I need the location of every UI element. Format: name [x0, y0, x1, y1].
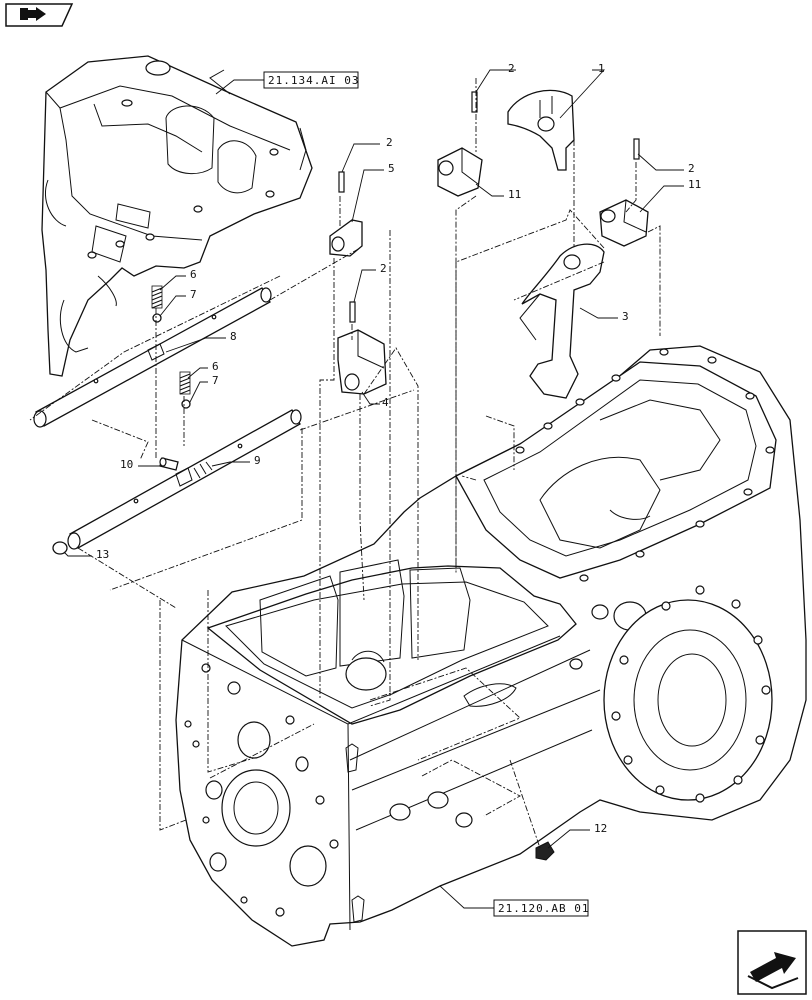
reference-box-top[interactable]: 21.134.AI 03	[215, 71, 359, 95]
reference-label-top: 21.134.AI 03	[268, 74, 359, 87]
callout-4: 4	[361, 391, 389, 409]
ball-7-upper	[152, 313, 162, 323]
callout-2-c: 2	[353, 262, 387, 303]
callout-6-a: 6	[159, 268, 197, 291]
pin-10	[159, 457, 179, 471]
svg-text:13: 13	[96, 548, 109, 561]
assembly-centerlines	[29, 78, 661, 849]
reference-label-bottom: 21.120.AB 01	[498, 902, 589, 915]
previous-page-button[interactable]	[5, 3, 74, 27]
shift-block-11-right	[599, 199, 649, 247]
callout-2-d: 2	[637, 153, 695, 175]
plug-13	[52, 541, 68, 555]
shift-fork-1	[507, 89, 575, 171]
callout-2-b: 2	[341, 136, 393, 173]
svg-text:6: 6	[190, 268, 197, 281]
svg-text:7: 7	[190, 288, 197, 301]
callout-1: 1	[559, 62, 606, 119]
svg-text:2: 2	[386, 136, 393, 149]
callout-11-a: 11	[475, 183, 521, 201]
callout-6-b: 6	[187, 360, 219, 379]
svg-text:2: 2	[688, 162, 695, 175]
callout-3: 3	[579, 307, 629, 323]
spring-6-lower	[179, 371, 191, 395]
roll-pin-2-a	[471, 91, 478, 113]
svg-text:12: 12	[594, 822, 607, 835]
next-page-button[interactable]	[737, 930, 807, 995]
callout-7-b: 7	[189, 374, 219, 403]
svg-text:6: 6	[212, 360, 219, 373]
svg-text:11: 11	[508, 188, 521, 201]
reference-box-bottom[interactable]: 21.120.AB 01	[439, 885, 589, 917]
svg-text:3: 3	[622, 310, 629, 323]
selector-4	[337, 329, 387, 395]
previous-page-arrow-icon	[20, 7, 46, 21]
roll-pin-2-c	[349, 301, 356, 323]
svg-text:2: 2	[508, 62, 515, 75]
roll-pin-2-b	[338, 171, 345, 193]
callout-13: 13	[63, 548, 109, 561]
svg-text:5: 5	[388, 162, 395, 175]
svg-text:7: 7	[212, 374, 219, 387]
callout-5: 5	[351, 162, 395, 223]
spring-6-upper	[151, 285, 163, 309]
svg-text:10: 10	[120, 458, 133, 471]
svg-text:11: 11	[688, 178, 701, 191]
callout-9: 9	[211, 454, 261, 467]
ball-7-lower	[181, 399, 191, 409]
next-page-arrow-icon	[747, 952, 799, 990]
selector-5	[329, 219, 363, 257]
shift-rod-upper	[33, 287, 272, 428]
upper-lift-housing	[41, 55, 313, 377]
callout-2-a: 2	[475, 62, 516, 93]
shift-fork-3	[519, 243, 605, 399]
svg-text:4: 4	[382, 396, 389, 409]
shift-rod-lower	[67, 409, 302, 550]
transmission-housing	[175, 345, 807, 947]
callout-12: 12	[547, 822, 607, 849]
shift-block-11-left	[437, 147, 483, 197]
callout-11-b: 11	[639, 178, 701, 213]
callout-7-a: 7	[159, 288, 197, 317]
svg-text:8: 8	[230, 330, 237, 343]
svg-text:2: 2	[380, 262, 387, 275]
svg-text:1: 1	[598, 62, 605, 75]
callout-8: 8	[165, 330, 237, 353]
roll-pin-2-d	[633, 138, 640, 160]
callout-10: 10	[120, 458, 160, 471]
svg-text:9: 9	[254, 454, 261, 467]
